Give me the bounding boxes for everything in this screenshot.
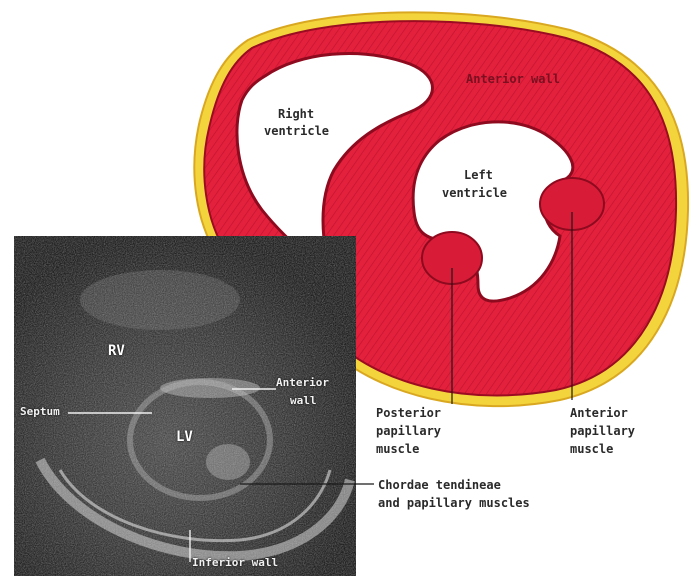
label-posterior-papillary-2: papillary — [376, 424, 441, 439]
label-right-ventricle-2: ventricle — [264, 124, 329, 139]
label-anterior-papillary-2: papillary — [570, 424, 635, 439]
label-septum: Septum — [20, 405, 60, 419]
label-inferior-wall: Inferior wall — [192, 556, 278, 570]
label-left-ventricle-2: ventricle — [442, 186, 507, 201]
label-echo-anterior-1: Anterior — [276, 376, 329, 390]
label-rv: RV — [108, 344, 125, 358]
label-anterior-papillary-1: Anterior — [570, 406, 628, 421]
label-anterior-papillary-3: muscle — [570, 442, 613, 457]
label-chordae-2: and papillary muscles — [378, 496, 530, 511]
label-chordae-1: Chordae tendineae — [378, 478, 501, 493]
label-lv: LV — [176, 430, 193, 444]
label-anterior-wall: Anterior wall — [466, 72, 560, 86]
label-echo-anterior-2: wall — [290, 394, 317, 408]
label-posterior-papillary-1: Posterior — [376, 406, 441, 421]
label-posterior-papillary-3: muscle — [376, 442, 419, 457]
label-left-ventricle-1: Left — [464, 168, 493, 183]
label-right-ventricle-1: Right — [278, 107, 314, 122]
